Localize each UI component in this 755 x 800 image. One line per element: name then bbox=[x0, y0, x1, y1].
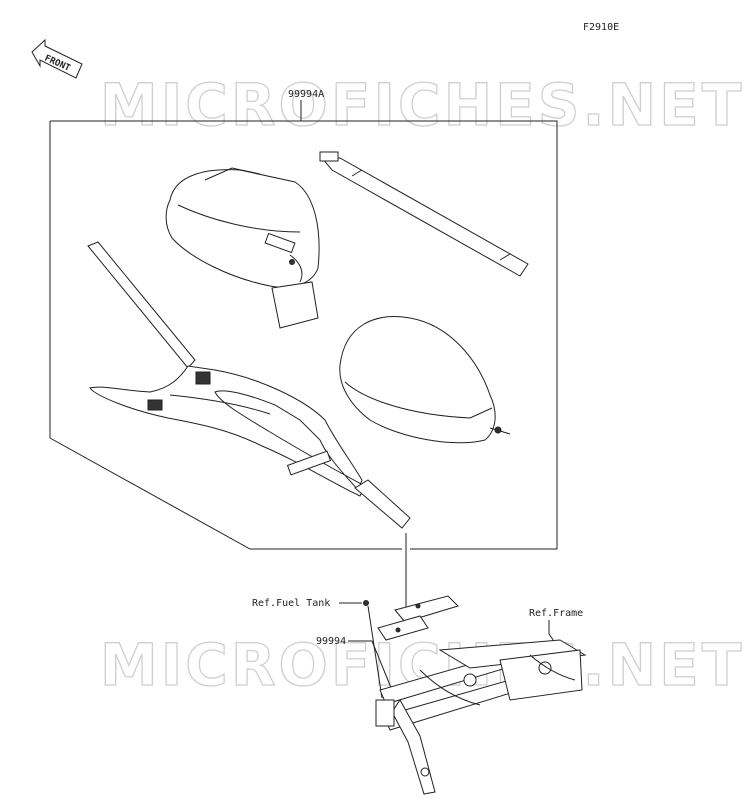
bolt-icon bbox=[363, 600, 369, 606]
kit-frame bbox=[50, 120, 558, 550]
ref-frame-label: Ref.Frame bbox=[529, 608, 583, 619]
ref-fuel-tank-label: Ref.Fuel Tank bbox=[252, 598, 330, 609]
front-arrow-icon: FRONT bbox=[31, 38, 83, 79]
seat-cover-illustration bbox=[339, 316, 511, 444]
part-number-99994a: 99994A bbox=[288, 89, 324, 100]
mounting-bracket-illustration bbox=[377, 595, 459, 641]
leader-line bbox=[367, 605, 383, 699]
leader-line bbox=[348, 640, 397, 701]
tank-bag-illustration bbox=[165, 167, 320, 329]
kit-frame-left bbox=[49, 121, 402, 550]
part-number-99994: 99994 bbox=[316, 636, 346, 647]
figure-code: F2910E bbox=[583, 22, 619, 33]
harness-illustration bbox=[87, 241, 411, 529]
strap-illustration bbox=[319, 151, 529, 277]
watermark-top: MICROFICHES.NET bbox=[100, 71, 744, 139]
vehicle-frame-illustration bbox=[375, 639, 587, 795]
